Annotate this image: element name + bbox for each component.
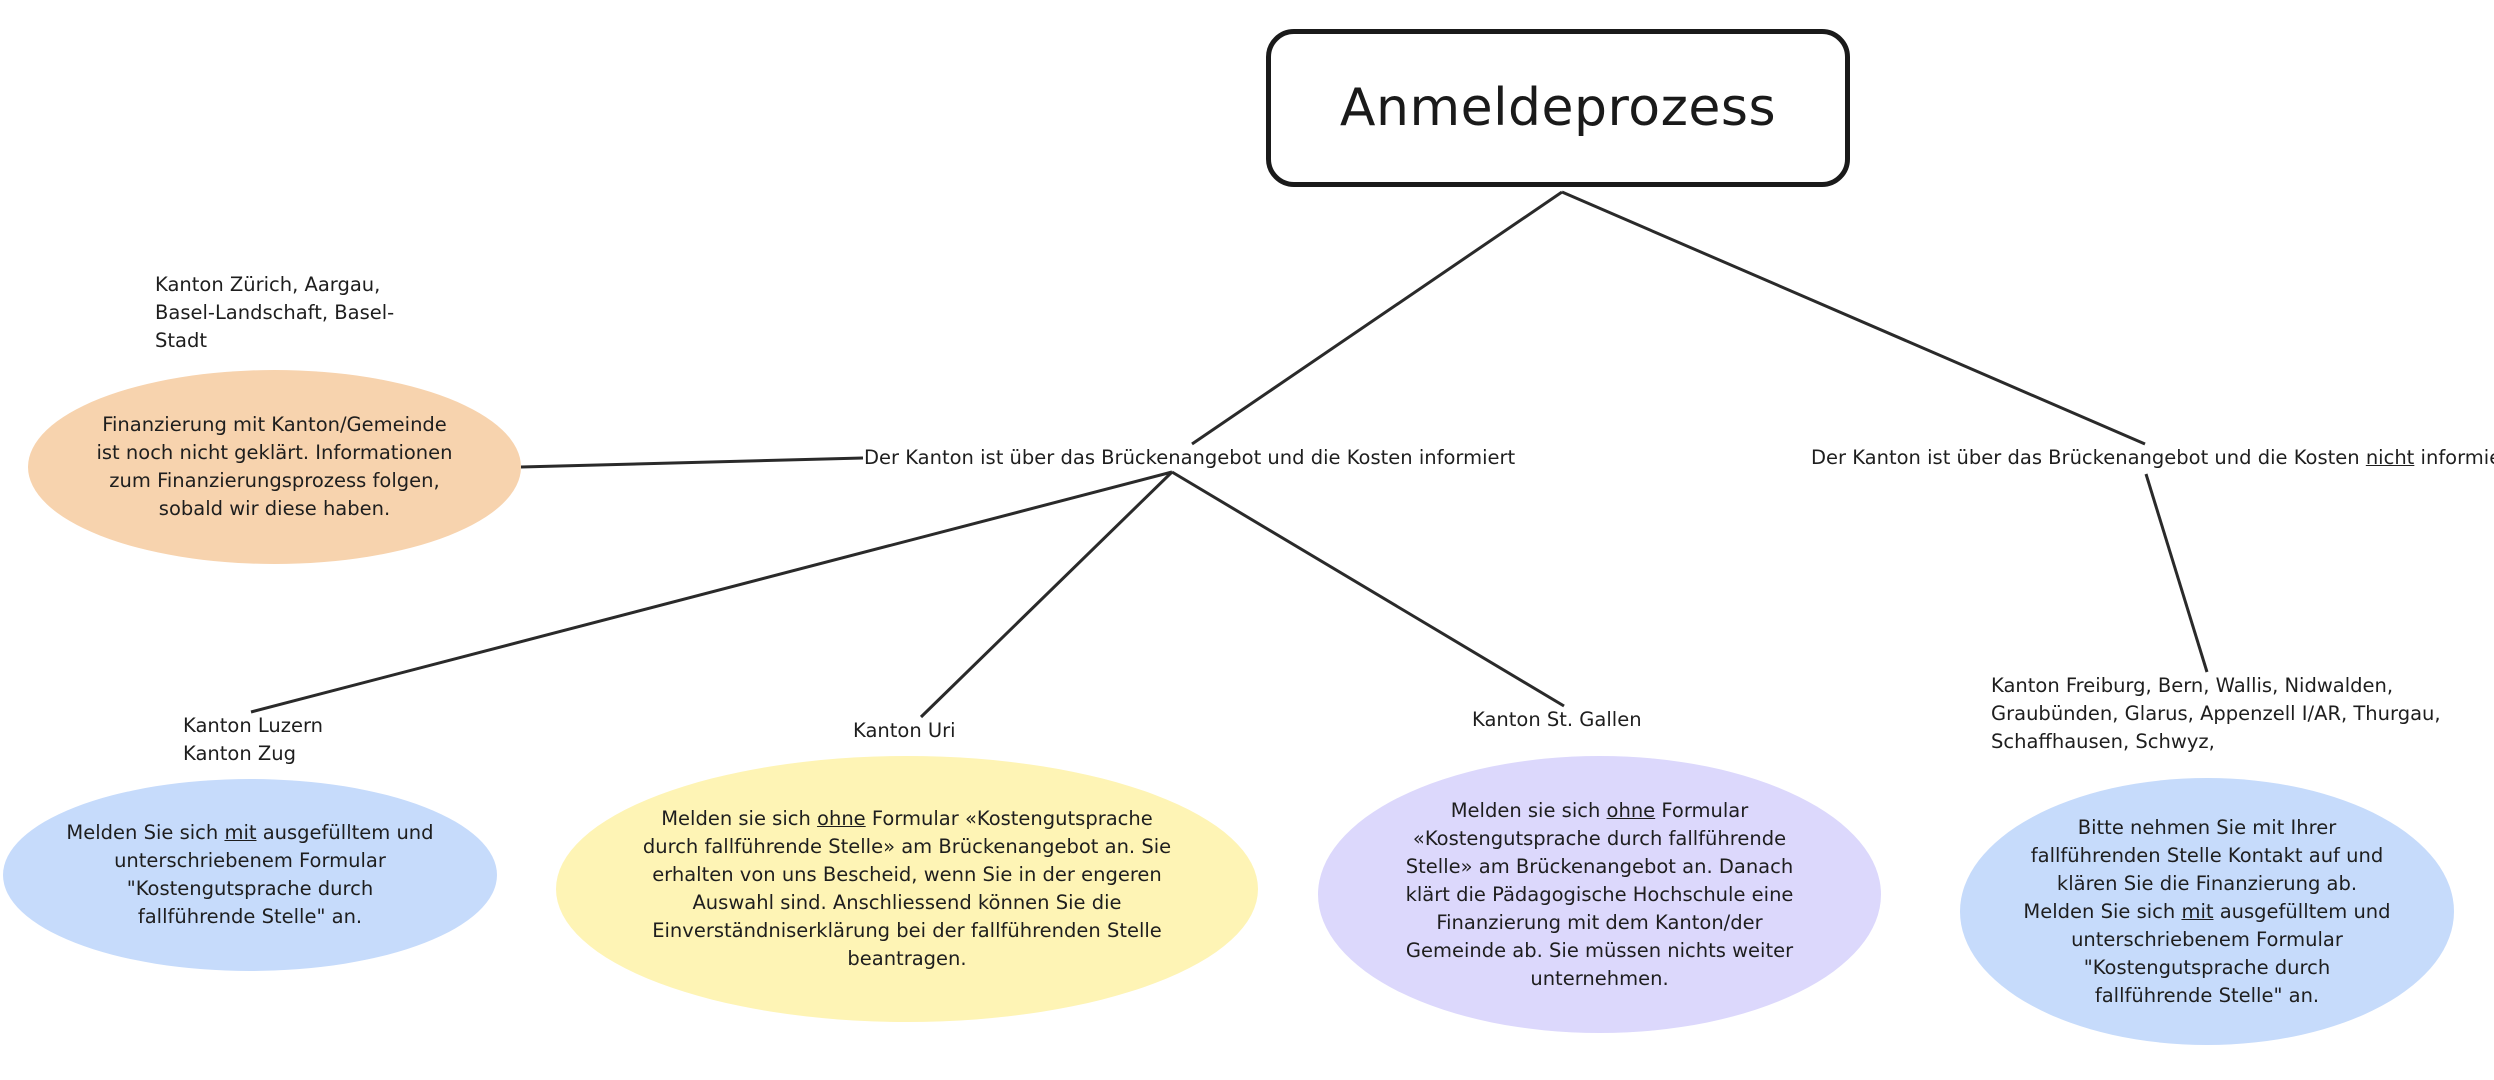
text-line: Melden sie sich ohne Formular «Kostengut… <box>643 805 1171 833</box>
branch-informed-label[interactable]: Der Kanton ist über das Brückenangebot u… <box>864 446 1516 469</box>
connector-informed-to-zurich <box>520 456 864 469</box>
note-stgallen-ellipse[interactable]: Melden sie sich ohne Formular «Kostengut… <box>1318 756 1881 1033</box>
connector-informed-to-luzern <box>250 470 1173 714</box>
text-line: zum Finanzierungsprozess folgen, <box>109 469 440 492</box>
text-line: «Kostengutsprache durch fallführende <box>1412 826 1787 850</box>
text-part: Melden Sie sich <box>2023 899 2182 923</box>
text-line: unternehmen. <box>1530 966 1669 990</box>
title-node[interactable]: Anmeldeprozess <box>1266 29 1850 187</box>
text-line: Stelle» am Brückenangebot an. Danach <box>1405 854 1794 878</box>
note-zurich-ellipse[interactable]: Finanzierung mit Kanton/Gemeinde ist noc… <box>28 370 521 564</box>
text-line: fallführenden Stelle Kontakt auf und <box>2030 843 2384 867</box>
text-part: ausgefülltem und <box>2213 899 2391 923</box>
canton-line: Stadt <box>155 329 207 352</box>
note-zurich-text: Finanzierung mit Kanton/Gemeinde ist noc… <box>96 411 452 523</box>
note-uri-ellipse[interactable]: Melden sie sich ohne Formular «Kostengut… <box>556 756 1258 1022</box>
note-freiburg-text: Bitte nehmen Sie mit Ihrer fallführenden… <box>2023 814 2390 1010</box>
text-line: erhalten von uns Bescheid, wenn Sie in d… <box>652 863 1162 886</box>
text-line: Einverständniserklärung bei der fallführ… <box>652 919 1162 942</box>
label-part: Der Kanton ist über das Brückenangebot u… <box>1811 446 2366 469</box>
text-line: Finanzierung mit Kanton/Gemeinde <box>102 413 447 436</box>
emphasis-ohne: ohne <box>1606 798 1656 822</box>
text-part: Melden Sie sich <box>66 821 225 844</box>
canton-line: Kanton Zug <box>183 742 296 765</box>
branch-not-informed-label[interactable]: Der Kanton ist über das Brückenangebot u… <box>1811 444 2494 472</box>
connector-not-informed-to-freiburg <box>2144 473 2209 673</box>
title-text: Anmeldeprozess <box>1339 78 1777 138</box>
canton-line: Kanton Freiburg, Bern, Wallis, Nidwalden… <box>1991 674 2394 697</box>
text-part: ausgefülltem und <box>256 821 434 844</box>
canton-line: Schaffhausen, Schwyz, <box>1991 730 2215 753</box>
text-line: klärt die Pädagogische Hochschule eine <box>1405 882 1794 906</box>
text-line: unterschriebenem Formular <box>2071 927 2343 951</box>
emphasis-mit: mit <box>2181 899 2214 923</box>
canton-list-uri: Kanton Uri <box>853 717 956 745</box>
text-line: Bitte nehmen Sie mit Ihrer <box>2077 815 2337 839</box>
note-uri-text: Melden sie sich ohne Formular «Kostengut… <box>643 805 1171 973</box>
canton-list-zurich: Kanton Zürich, Aargau, Basel-Landschaft,… <box>155 271 394 355</box>
text-line: durch fallführende Stelle» am Brückenang… <box>642 835 1172 858</box>
label-part: informiert <box>2420 446 2494 469</box>
text-line: fallführende Stelle" an. <box>137 905 363 928</box>
text-line: klären Sie die Finanzierung ab. <box>2056 871 2358 895</box>
emphasis-nicht: nicht <box>2365 446 2415 469</box>
text-line: Finanzierung mit dem Kanton/der <box>1436 910 1763 934</box>
text-part: Melden sie sich <box>661 807 818 830</box>
text-line: beantragen. <box>847 947 967 970</box>
canton-line: Basel-Landschaft, Basel- <box>155 301 395 324</box>
note-freiburg-ellipse[interactable]: Bitte nehmen Sie mit Ihrer fallführenden… <box>1960 778 2454 1045</box>
connector-title-to-informed <box>1191 190 1563 446</box>
text-line: Gemeinde ab. Sie müssen nichts weiter <box>1405 938 1794 962</box>
text-part: Formular «Kostengutsprache <box>865 807 1153 830</box>
text-part: Melden sie sich <box>1450 798 1607 822</box>
note-luzern-text: Melden Sie sich mit ausgefülltem und unt… <box>66 819 433 931</box>
note-luzern-ellipse[interactable]: Melden Sie sich mit ausgefülltem und unt… <box>3 779 497 971</box>
text-line: "Kostengutsprache durch <box>126 877 374 900</box>
note-stgallen-text: Melden sie sich ohne Formular «Kostengut… <box>1406 797 1794 993</box>
connector-title-to-not-informed <box>1561 190 2146 446</box>
text-line: Melden Sie sich mit ausgefülltem und <box>66 819 433 847</box>
canton-line: Graubünden, Glarus, Appenzell I/AR, Thur… <box>1991 702 2441 725</box>
canton-line: Kanton St. Gallen <box>1472 708 1642 731</box>
text-line: Melden sie sich ohne Formular <box>1406 797 1794 825</box>
canton-line: Kanton Luzern <box>183 714 324 737</box>
canton-line: Kanton Zürich, Aargau, <box>155 273 381 296</box>
emphasis-mit: mit <box>224 821 257 844</box>
text-line: fallführende Stelle" an. <box>2094 983 2320 1007</box>
text-line: Melden Sie sich mit ausgefülltem und <box>2023 898 2390 926</box>
text-line: "Kostengutsprache durch <box>2083 955 2331 979</box>
text-line: sobald wir diese haben. <box>158 497 391 520</box>
text-part: Formular <box>1655 798 1749 822</box>
canton-list-freiburg: Kanton Freiburg, Bern, Wallis, Nidwalden… <box>1991 672 2441 756</box>
text-line: ist noch nicht geklärt. Informationen <box>96 441 453 464</box>
text-line: unterschriebenem Formular <box>114 849 386 872</box>
canton-list-stgallen: Kanton St. Gallen <box>1472 706 1642 734</box>
connector-informed-to-stgallen <box>1171 470 1565 708</box>
canton-line: Kanton Uri <box>853 719 956 742</box>
connector-informed-to-uri <box>919 470 1174 719</box>
canton-list-luzern: Kanton Luzern Kanton Zug <box>183 712 323 768</box>
emphasis-ohne: ohne <box>817 807 866 830</box>
text-line: Auswahl sind. Anschliessend können Sie d… <box>692 891 1122 914</box>
